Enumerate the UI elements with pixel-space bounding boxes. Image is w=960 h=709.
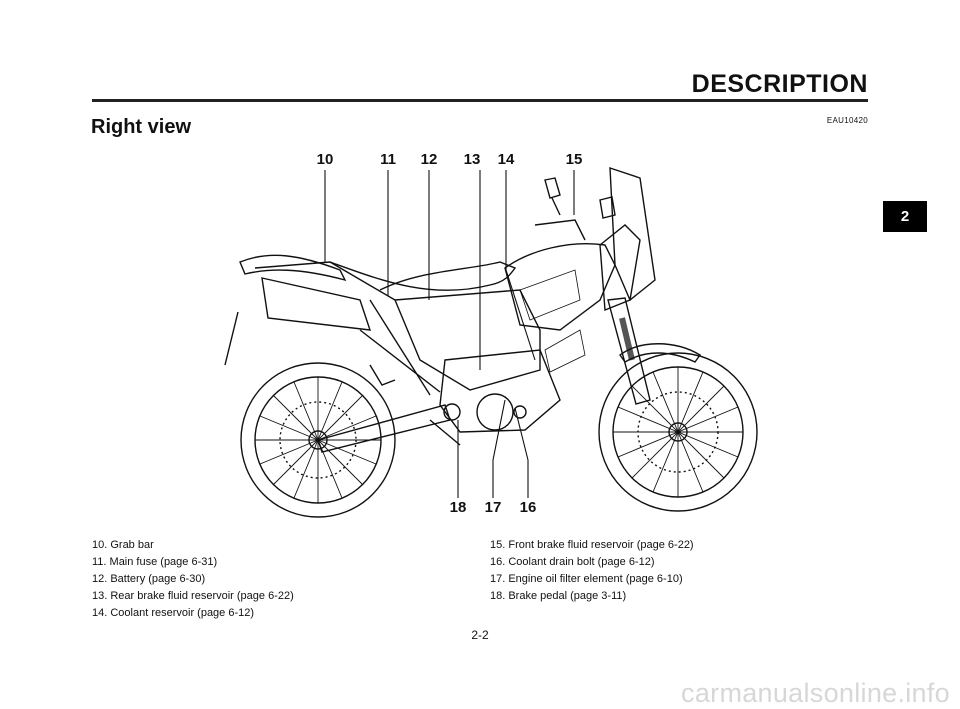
callout-18: 18 bbox=[449, 499, 467, 516]
reference-code: EAU10420 bbox=[826, 116, 868, 125]
legend-item: 13. Rear brake fluid reservoir (page 6-2… bbox=[92, 590, 294, 602]
callout-11: 11 bbox=[380, 151, 396, 168]
legend-item: 14. Coolant reservoir (page 6-12) bbox=[92, 607, 255, 619]
page-number: 2-2 bbox=[471, 628, 489, 642]
legend-left: 10. Grab bar 11. Main fuse (page 6-31) 1… bbox=[92, 537, 294, 622]
legend-item: 15. Front brake fluid reservoir (page 6-… bbox=[490, 539, 694, 551]
callout-17: 17 bbox=[484, 499, 502, 516]
watermark: carmanualsonline.info bbox=[681, 678, 950, 708]
legend-item: 12. Battery (page 6-30) bbox=[92, 573, 206, 585]
chapter-tab[interactable]: 2 bbox=[883, 201, 927, 232]
callout-10: 10 bbox=[316, 151, 334, 168]
header-rule bbox=[92, 99, 868, 102]
callout-12: 12 bbox=[420, 151, 438, 168]
legend-item: 11. Main fuse (page 6-31) bbox=[92, 556, 218, 568]
callout-14: 14 bbox=[497, 151, 515, 168]
callout-16: 16 bbox=[519, 499, 537, 516]
callout-15: 15 bbox=[565, 151, 583, 168]
legend-item: 18. Brake pedal (page 3-11) bbox=[490, 590, 627, 602]
legend-right: 15. Front brake fluid reservoir (page 6-… bbox=[490, 537, 694, 605]
legend-item: 16. Coolant drain bolt (page 6-12) bbox=[490, 556, 655, 568]
legend-item: 10. Grab bar bbox=[92, 539, 154, 551]
legend-item: 17. Engine oil filter element (page 6-10… bbox=[490, 573, 683, 585]
callout-13: 13 bbox=[463, 151, 481, 168]
section-title: Right view bbox=[91, 116, 192, 138]
header-title: DESCRIPTION bbox=[691, 70, 868, 98]
